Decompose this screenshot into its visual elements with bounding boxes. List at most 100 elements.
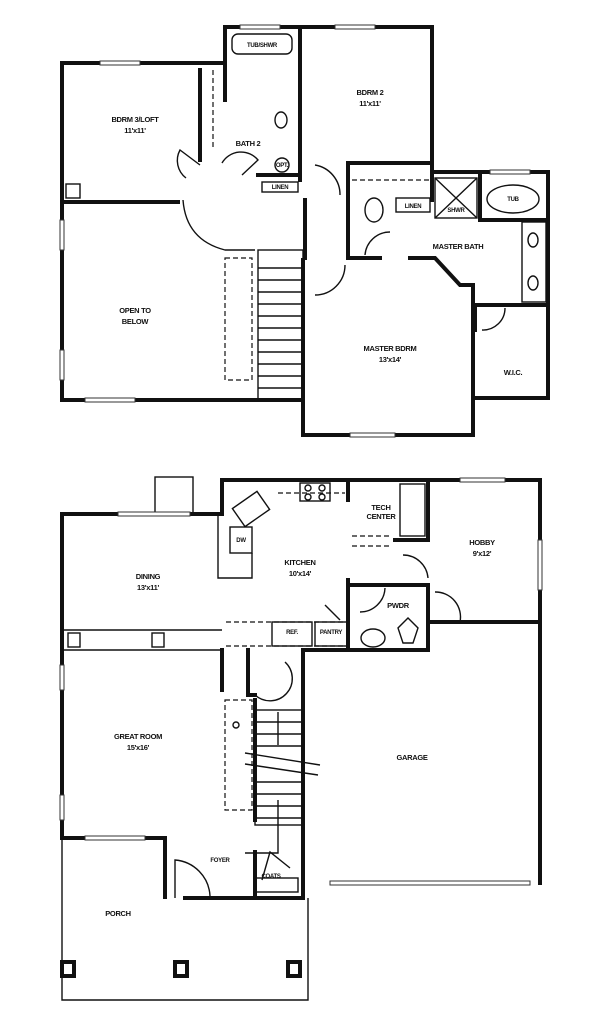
pantry-label: PANTRY (320, 630, 342, 636)
tech-desk (399, 483, 426, 537)
master-linen-label: LINEN (405, 204, 422, 210)
wic-label: W.I.C. (504, 368, 523, 377)
window (84, 397, 136, 403)
great-room-size: 15'x16' (127, 743, 150, 752)
window (349, 432, 396, 438)
bdrm3-label: BDRM 3/LOFT (111, 115, 159, 124)
window (59, 349, 65, 381)
pwdr-sink (360, 628, 386, 648)
pwdr-toilet (397, 617, 419, 644)
bdrm3-wall (60, 61, 227, 204)
stair-landing-upper (224, 257, 253, 381)
dining-size: 13'x11' (137, 583, 159, 592)
window (59, 219, 65, 251)
master-bdrm-wall (301, 256, 475, 402)
master-bath-label: MASTER BATH (433, 242, 484, 251)
chase (65, 183, 81, 199)
coats-label: COATS (261, 874, 280, 880)
stair-landing-lower (224, 699, 253, 811)
open-to-below-label: OPEN TO (119, 306, 151, 315)
window (239, 24, 281, 30)
fireplace-wall (62, 629, 222, 651)
porch-post (60, 960, 76, 978)
window (99, 60, 141, 66)
door-bdrm2 (314, 164, 341, 196)
tech-opening (352, 535, 392, 547)
door-bdrm3 (176, 148, 201, 179)
chimney (154, 476, 194, 515)
tub-shower-label: TUB/SHWR (247, 43, 278, 49)
shower-x (434, 177, 478, 219)
coats-closet (255, 877, 299, 893)
refrigerator (271, 621, 313, 647)
open-to-below-label-2: BELOW (122, 317, 150, 326)
pwdr-label: PWDR (387, 601, 410, 610)
dishwasher (229, 526, 253, 554)
fixture-circle (232, 721, 240, 729)
kitchen-label: KITCHEN (284, 558, 315, 567)
upper-floor: BDRM 3/LOFT 11'x11' BATH 2 TUB/SHWR OPT.… (59, 24, 550, 438)
porch-outline (61, 838, 309, 1001)
window (59, 664, 65, 691)
opt-label: OPT. (276, 163, 289, 169)
window (459, 477, 506, 483)
window (334, 24, 376, 30)
cooktop (299, 482, 331, 502)
hall-wall (220, 648, 257, 900)
vanity-sink-2 (527, 275, 539, 291)
tech-center-label: TECH (371, 503, 390, 512)
kitchen-wall (346, 478, 430, 652)
linen-label: LINEN (272, 185, 289, 191)
linen-closet (261, 181, 299, 193)
window (489, 169, 531, 175)
window (117, 511, 191, 517)
door-pwdr (359, 587, 386, 613)
master-toilet (364, 197, 384, 223)
door-bath2 (221, 151, 259, 176)
dw-label: DW (236, 538, 246, 544)
shower-label: SHWR (447, 208, 465, 214)
tech-center-label-2: CENTER (366, 512, 396, 521)
vanity-sink-1 (527, 232, 539, 248)
kitchen-sink (231, 490, 271, 528)
hall-wall (303, 161, 434, 260)
garage-label: GARAGE (396, 753, 427, 762)
door-master-bdrm (314, 264, 346, 296)
tub-label: TUB (507, 197, 519, 203)
window (537, 539, 543, 591)
bath2-label: BATH 2 (236, 139, 261, 148)
hobby-label: HOBBY (469, 538, 495, 547)
door-master-bath (364, 231, 391, 256)
upper-stairs (257, 249, 304, 401)
foyer-label: FOYER (210, 858, 230, 864)
master-bath-wall (430, 170, 550, 332)
porch-post (286, 960, 302, 978)
pantry-door (324, 604, 341, 621)
garage-door[interactable] (329, 880, 531, 886)
bath2-sink (274, 111, 288, 129)
tub-shower (231, 33, 293, 55)
front-door (174, 859, 211, 898)
lower-stairs (244, 709, 321, 854)
master-bdrm-label: MASTER BDRM (364, 344, 417, 353)
great-room-label: GREAT ROOM (114, 732, 162, 741)
door-coats (261, 850, 291, 881)
bdrm3-size: 11'x11' (124, 126, 146, 135)
bath2-wall (256, 25, 302, 182)
porch-post (173, 960, 189, 978)
master-tub (486, 184, 540, 214)
porch-label: PORCH (105, 909, 131, 918)
door-garage (434, 591, 462, 623)
window (59, 794, 65, 821)
master-bdrm-size: 13'x14' (379, 355, 402, 364)
dining-label: DINING (136, 572, 161, 581)
door-wic (481, 307, 506, 331)
master-linen (395, 197, 431, 213)
master-vanity (521, 221, 547, 303)
door-hobby (402, 554, 429, 579)
bdrm2-size: 11'x11' (359, 99, 381, 108)
kitchen-size: 10'x14' (289, 569, 312, 578)
window (84, 835, 146, 841)
door-closet (254, 661, 293, 702)
